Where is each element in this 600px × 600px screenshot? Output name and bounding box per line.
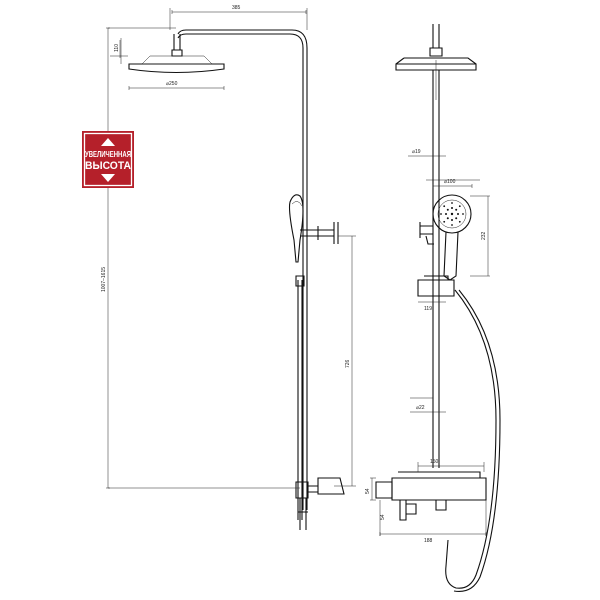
dim-head-diameter: ⌀250 <box>166 81 178 87</box>
front-head-neck <box>429 24 443 57</box>
dim-line-body-width <box>379 532 487 536</box>
front-valve-knob-left <box>375 481 393 499</box>
dim-valve-height: 54 <box>365 488 371 494</box>
front-hand-shower-handle <box>443 231 459 281</box>
dim-arm-width: 385 <box>232 5 241 11</box>
dim-line-hand-diameter <box>432 184 473 188</box>
side-valve <box>295 477 345 499</box>
dim-hand-length: 232 <box>481 231 487 240</box>
arrow-down-icon <box>101 174 115 182</box>
spray-nozzles <box>440 202 464 226</box>
dim-line-rail-height <box>334 235 356 487</box>
side-rain-head <box>128 63 225 74</box>
front-view: ⌀19 ⌀100 232 119 ⌀22 150 54 54 188 <box>365 24 501 592</box>
front-main-pipe <box>432 70 440 468</box>
front-slider <box>417 275 455 297</box>
front-hose <box>445 289 497 589</box>
front-hand-shower-head <box>432 194 472 234</box>
dim-head-height: 110 <box>114 44 120 52</box>
arrow-up-icon <box>101 138 115 146</box>
dim-line-head-diameter <box>128 86 225 90</box>
dim-pipe-diameter: ⌀19 <box>412 149 421 155</box>
side-outlet <box>298 498 308 530</box>
dim-line-arm-width <box>171 10 307 14</box>
dim-valve-width: 150 <box>430 459 439 465</box>
dim-holder-width: 119 <box>424 306 432 312</box>
front-rain-head <box>395 57 477 71</box>
side-holder-bracket <box>300 222 339 244</box>
dim-rail-diameter: ⌀22 <box>416 405 425 411</box>
height-badge: УВЕЛИЧЕННАЯ ВЫСОТА <box>82 131 134 188</box>
dim-total-height: 1007–1615 <box>101 267 107 292</box>
front-valve-body <box>391 471 487 501</box>
side-hand-shower <box>288 194 304 263</box>
dim-valve-depth: 54 <box>380 514 386 520</box>
dim-body-width: 188 <box>424 538 433 544</box>
front-holder <box>419 222 434 245</box>
side-view: 385 110 ⌀250 1007–1615 726 <box>101 5 356 530</box>
dim-rail-height: 726 <box>345 359 351 368</box>
side-main-pipe <box>302 48 308 510</box>
front-valve-outlet <box>399 500 447 521</box>
dim-line-total-height <box>106 27 110 489</box>
side-top-arm <box>177 29 308 49</box>
dim-hand-diameter: ⌀100 <box>444 179 456 185</box>
side-slide-rail <box>297 280 303 520</box>
badge-line2: ВЫСОТА <box>85 160 131 172</box>
badge-line1: УВЕЛИЧЕННАЯ <box>85 149 131 159</box>
side-slider <box>295 275 305 287</box>
side-head-neck <box>171 34 183 57</box>
